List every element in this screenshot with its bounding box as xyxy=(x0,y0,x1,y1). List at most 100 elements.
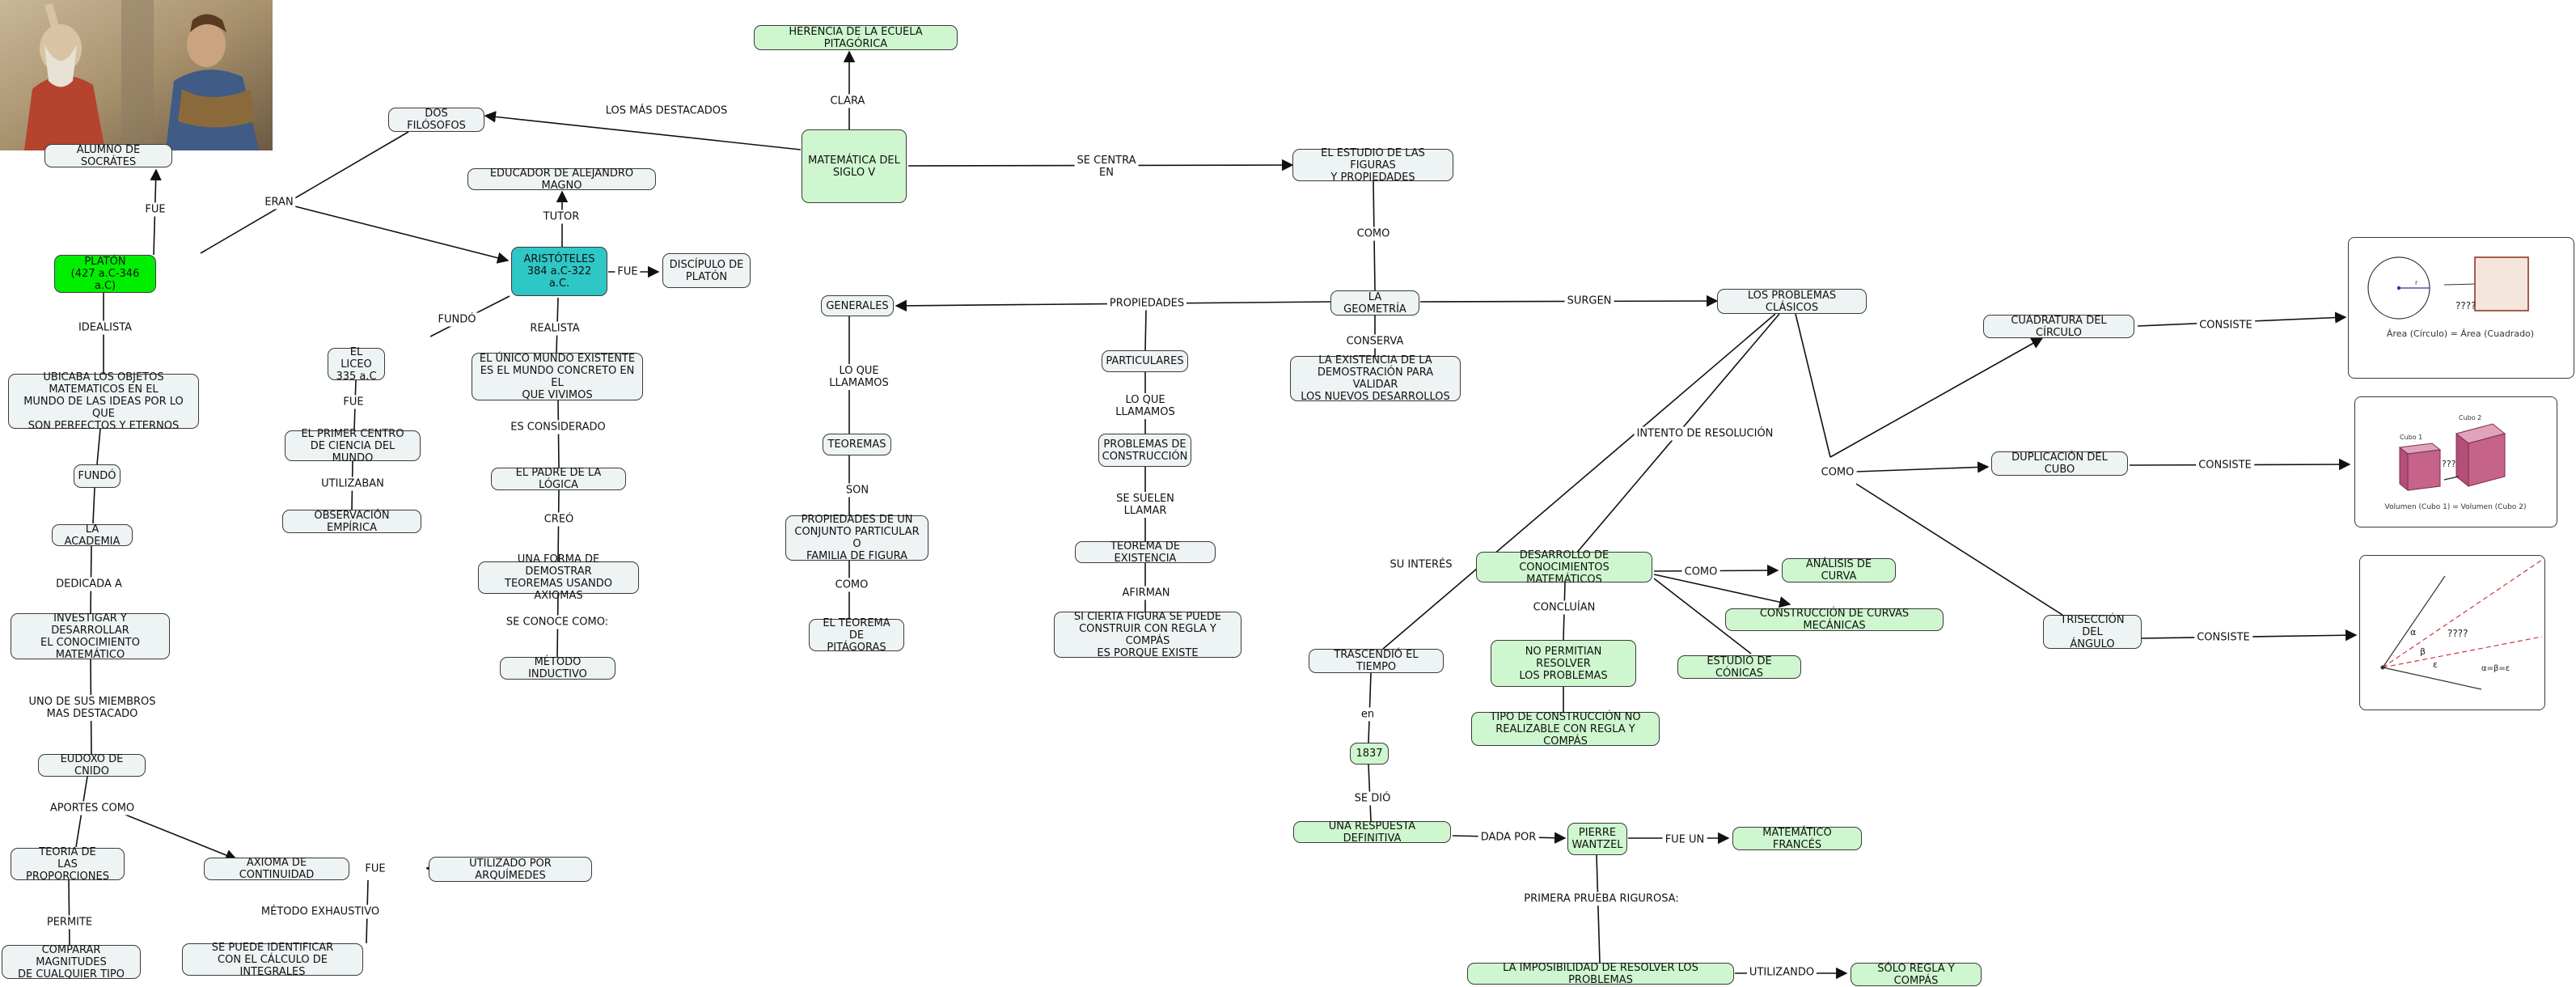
node-propiedades-conj[interactable]: PROPIEDADES DE UN CONJUNTO PARTICULAR O … xyxy=(785,514,928,562)
cube1-label: Cubo 1 xyxy=(2400,434,2422,441)
link-label-eran: ERAN xyxy=(262,195,296,210)
node-frances[interactable]: MATEMÁTICO FRANCÉS xyxy=(1732,827,1862,851)
angle-epsilon: ε xyxy=(2433,659,2438,670)
node-no-permitian[interactable]: NO PERMITIAN RESOLVER LOS PROBLEMAS xyxy=(1491,640,1636,687)
node-desarrollo[interactable]: DESARROLLO DE CONOCIMIENTOS MATEMÁTICOS xyxy=(1476,549,1652,586)
node-dos-filosofos[interactable]: DOS FILÓSOFOS xyxy=(388,108,484,132)
cubes-caption: Volumen (Cubo 1) = Volumen (Cubo 2) xyxy=(2385,503,2527,511)
node-liceo[interactable]: EL LICEO 335 a.C xyxy=(328,346,385,383)
radius-label: r xyxy=(2415,279,2418,286)
node-investigar[interactable]: INVESTIGAR Y DESARROLLAR EL CONOCIMIENTO… xyxy=(11,612,170,661)
node-academia[interactable]: LA ACADEMIA xyxy=(52,523,133,548)
node-metodo-inductivo[interactable]: MÉTODO INDUCTIVO xyxy=(500,656,615,680)
node-trascendio[interactable]: TRASCENDIÓ EL TIEMPO xyxy=(1309,649,1444,673)
node-platon[interactable]: PLATÓN (427 a.C-346 a.C) xyxy=(54,255,156,293)
link-label-suelen: SE SUELEN LLAMAR xyxy=(1114,492,1177,518)
link-label-afirman: AFIRMAN xyxy=(1119,586,1173,600)
link-label-idealista: IDEALISTA xyxy=(75,320,135,335)
node-teoremas[interactable]: TEOREMAS xyxy=(823,434,891,455)
link-label-dadapor: DADA POR xyxy=(1478,830,1539,845)
link-label-primera: PRIMERA PRUEBA RIGUROSA: xyxy=(1521,892,1681,906)
cube2-label: Cubo 2 xyxy=(2459,414,2481,421)
node-1837[interactable]: 1837 xyxy=(1350,743,1389,765)
figure-angle: α β ε ???? α=β=ε xyxy=(2359,555,2545,710)
link-label-fue4: FUE xyxy=(341,395,366,409)
node-cuadratura[interactable]: CUADRATURA DEL CÍRCULO xyxy=(1983,315,2134,339)
node-herencia[interactable]: HERENCIA DE LA ECUELA PITAGÓRICA xyxy=(754,25,958,50)
node-solo-regla[interactable]: SÓLO REGLA Y COMPÁS xyxy=(1851,963,1982,987)
link-label-propiedades: PROPIEDADES xyxy=(1106,296,1187,311)
node-teoria-prop[interactable]: TEORIA DE LAS PROPORCIONES xyxy=(11,846,125,883)
cubes-mark: ??? xyxy=(2442,459,2456,469)
link-label-consiste1: CONSISTE xyxy=(2197,318,2255,333)
link-label-sedio: SE DIÓ xyxy=(1351,791,1394,806)
node-duplicacion[interactable]: DUPLICACIÓN DEL CUBO xyxy=(1991,451,2128,476)
node-generales[interactable]: GENERALES xyxy=(821,295,894,316)
link-label-considerado: ES CONSIDERADO xyxy=(508,420,608,434)
link-label-fue3: FUE xyxy=(615,265,641,279)
node-ubicaba[interactable]: UBICABA LOS OBJETOS MATEMATICOS EN EL MU… xyxy=(8,371,199,432)
figure-cubes: Cubo 1 Cubo 2 ??? Volumen (Cubo 1) = Vol… xyxy=(2354,396,2557,527)
node-conicas[interactable]: ESTUDIO DE CÓNICAS xyxy=(1677,655,1801,680)
link-label-interes: SU INTERÉS xyxy=(1387,557,1455,572)
node-geometria[interactable]: LA GEOMETRÍA xyxy=(1330,290,1419,316)
node-fundo[interactable]: FUNDÓ xyxy=(74,464,121,488)
link-label-loque2: LO QUE LLAMAMOS xyxy=(1113,393,1178,419)
node-teor-exist[interactable]: TEOREMA DE EXISTENCIA xyxy=(1075,540,1216,565)
link-label-centra: SE CENTRA EN xyxy=(1074,154,1139,180)
link-label-unode: UNO DE SUS MIEMBROS MAS DESTACADO xyxy=(26,695,159,721)
node-integrales[interactable]: SE PUEDE IDENTIFICAR CON EL CÁLCULO DE I… xyxy=(182,942,363,978)
angle-mark: ???? xyxy=(2447,628,2468,639)
node-forma-demostrar[interactable]: UNA FORMA DE DEMOSTRAR TEOREMAS USANDO A… xyxy=(478,553,639,602)
node-si-cierta[interactable]: SI CIERTA FIGURA SE PUEDE CONSTRUIR CON … xyxy=(1054,611,1241,659)
link-label-loque1: LO QUE LLAMAMOS xyxy=(827,364,891,390)
link-label-fue2: FUE xyxy=(362,862,388,876)
node-aristoteles[interactable]: ARISTÓTELES 384 a.C-322 a.C. xyxy=(511,247,607,296)
node-existencia[interactable]: LA EXISTENCIA DE LA DEMOSTRACIÓN PARA VA… xyxy=(1290,354,1461,403)
link-label-tutor: TUTOR xyxy=(540,210,582,224)
node-axioma[interactable]: AXIOMA DE CONTINUIDAD xyxy=(204,857,349,881)
circle-square-mark: ???? xyxy=(2455,300,2476,311)
node-problemas[interactable]: LOS PROBLEMAS CLÁSICOS xyxy=(1717,289,1867,314)
link-label-utilizaban: UTILIZABAN xyxy=(319,477,387,491)
node-comparar[interactable]: COMPARAR MAGNITUDES DE CUALQUIER TIPO xyxy=(2,944,141,981)
node-arquimedes[interactable]: UTILIZADO POR ARQUÍMEDES xyxy=(429,857,592,882)
link-label-creo: CREÓ xyxy=(541,512,577,527)
link-label-como4: COMO xyxy=(1681,565,1720,579)
link-label-permite: PERMITE xyxy=(44,915,95,930)
node-alumno[interactable]: ALUMNO DE SOCRÁTES xyxy=(44,144,172,168)
link-label-son: SON xyxy=(843,483,872,498)
angle-alpha: α xyxy=(2410,627,2416,638)
node-pitagoras[interactable]: EL TEOREMA DE PITÁGORAS xyxy=(809,617,904,654)
link-label-destacados: LOS MÁS DESTACADOS xyxy=(603,104,730,118)
angle-formula: α=β=ε xyxy=(2481,664,2510,673)
node-tipo-construccion[interactable]: TIPO DE CONSTRUCCIÓN NO REALIZABLE CON R… xyxy=(1471,711,1660,748)
node-wantzel[interactable]: PIERRE WANTZEL xyxy=(1567,823,1627,855)
link-label-conserva: CONSERVA xyxy=(1343,334,1406,349)
link-label-dedicada: DEDICADA A xyxy=(53,577,125,591)
link-label-exhaustivo: MÉTODO EXHAUSTIVO xyxy=(258,904,383,919)
link-label-fueun: FUE UN xyxy=(1662,832,1707,847)
node-analisis[interactable]: ANÁLISIS DE CURVA xyxy=(1782,558,1896,582)
node-triseccion[interactable]: TRISECCIÓN DEL ÁNGULO xyxy=(2043,614,2142,650)
node-respuesta[interactable]: UNA RESPUESTA DEFINITIVA xyxy=(1293,820,1451,845)
node-eudoxo[interactable]: EUDOXO DE CNIDO xyxy=(38,753,146,777)
node-estudio[interactable]: EL ESTUDIO DE LAS FIGURAS Y PROPIEDADES xyxy=(1292,147,1453,184)
node-padre-logica[interactable]: EL PADRE DE LA LÓGICA xyxy=(491,467,626,491)
link-label-conoce: SE CONOCE COMO: xyxy=(503,615,611,629)
node-prob-constr[interactable]: PROBLEMAS DE CONSTRUCCIÓN xyxy=(1098,434,1191,467)
link-label-concluian: CONCLUÍAN xyxy=(1530,600,1598,615)
link-label-clara: CLARA xyxy=(827,94,868,108)
node-educador[interactable]: EDUCADOR DE ALEJANDRO MAGNO xyxy=(467,167,656,192)
node-unico-mundo[interactable]: EL ÚNICO MUNDO EXISTENTE ES EL MUNDO CON… xyxy=(472,353,643,401)
node-matematica[interactable]: MATEMÁTICA DEL SIGLO V xyxy=(802,129,907,203)
node-observacion[interactable]: OBSERVACIÓN EMPÍRICA xyxy=(282,510,421,534)
node-imposibilidad[interactable]: LA IMPOSIBILIDAD DE RESOLVER LOS PROBLEM… xyxy=(1467,962,1734,986)
node-primer-centro[interactable]: EL PRIMER CENTRO DE CIENCIA DEL MUNDO xyxy=(285,428,421,464)
node-discipulo[interactable]: DISCÍPULO DE PLATÓN xyxy=(662,253,751,288)
circle-square-caption: Área (Círculo) = Área (Cuadrado) xyxy=(2387,328,2534,339)
angle-beta: β xyxy=(2420,646,2426,657)
node-construccion-curvas[interactable]: CONSTRUCCIÓN DE CURVAS MECÁNICAS xyxy=(1725,608,1944,632)
node-particulares[interactable]: PARTICULARES xyxy=(1102,350,1188,372)
